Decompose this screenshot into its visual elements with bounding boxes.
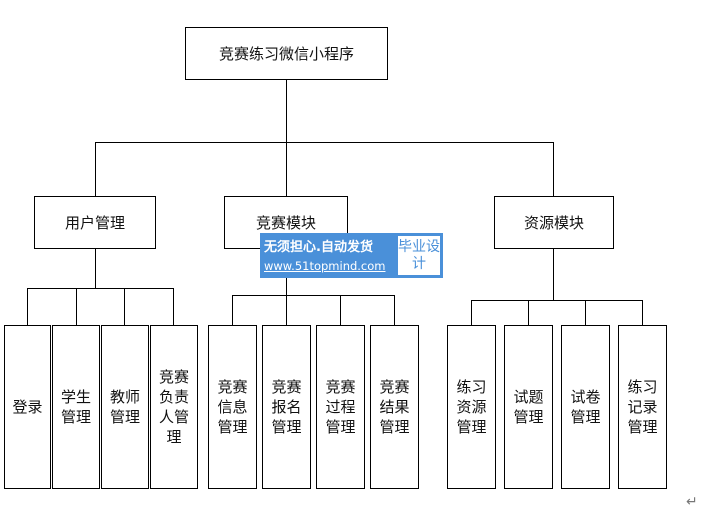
connector: [471, 300, 472, 325]
connector: [553, 248, 554, 300]
connector: [124, 288, 125, 325]
connector: [340, 295, 341, 325]
connector: [232, 295, 395, 296]
connector: [642, 300, 643, 325]
module-user: 用户管理: [34, 196, 156, 249]
connector: [27, 288, 174, 289]
leaf-node: 竞赛结果管理: [370, 325, 419, 489]
leaf-node: 练习记录管理: [618, 325, 667, 489]
leaf-node: 登录: [4, 325, 51, 489]
connector: [553, 142, 554, 196]
connector: [585, 300, 586, 325]
connector: [286, 295, 287, 325]
leaf-node: 竞赛负责人管理: [150, 325, 198, 489]
connector: [232, 295, 233, 325]
leaf-node: 竞赛报名管理: [262, 325, 311, 489]
connector: [471, 300, 643, 301]
connector: [95, 248, 96, 288]
leaf-node: 教师管理: [101, 325, 149, 489]
connector: [286, 79, 287, 142]
connector: [76, 288, 77, 325]
watermark-line1: 无须担心.自动发货: [264, 240, 373, 255]
leaf-node: 竞赛信息管理: [208, 325, 257, 489]
leaf-node: 学生管理: [52, 325, 100, 489]
connector: [394, 295, 395, 325]
connector: [286, 142, 287, 196]
connector: [27, 288, 28, 325]
return-mark-icon: ↵: [686, 494, 698, 510]
connector: [173, 288, 174, 325]
module-resource: 资源模块: [494, 196, 614, 249]
watermark-url[interactable]: www.51topmind.com: [264, 259, 386, 273]
leaf-node: 试题管理: [504, 325, 553, 489]
leaf-node: 竞赛过程管理: [316, 325, 365, 489]
leaf-node: 试卷管理: [561, 325, 610, 489]
watermark-banner: 无须担心.自动发货 www.51topmind.com 毕业设计: [260, 233, 443, 278]
leaf-node: 练习资源管理: [447, 325, 496, 489]
connector: [95, 142, 96, 196]
connector: [95, 142, 554, 143]
connector: [528, 300, 529, 325]
watermark-badge: 毕业设计: [398, 236, 440, 275]
root-node: 竞赛练习微信小程序: [185, 27, 388, 80]
